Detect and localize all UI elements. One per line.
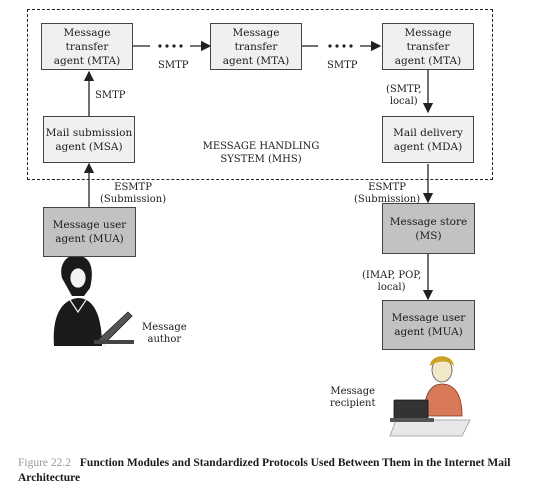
imap-pop-label: (IMAP, POP, local) xyxy=(362,270,422,293)
smtp-local-label: (SMTP, local) xyxy=(386,84,422,107)
mta-box-1: Message transfer agent (MTA) xyxy=(41,23,133,70)
smtp-label-1: SMTP xyxy=(158,60,189,71)
mua-author-box: Message user agent (MUA) xyxy=(43,207,136,257)
esmtp-right-label: ESMTP (Submission) xyxy=(354,182,421,205)
mta-box-3: Message transfer agent (MTA) xyxy=(382,23,474,70)
author-illustration xyxy=(46,255,136,346)
figure-title: Function Modules and Standardized Protoc… xyxy=(18,457,511,484)
recipient-label: Message recipient xyxy=(330,386,376,409)
recipient-illustration xyxy=(389,356,471,437)
mhs-label: MESSAGE HANDLING SYSTEM (MHS) xyxy=(202,141,320,165)
mda-box: Mail delivery agent (MDA) xyxy=(382,116,474,163)
message-store-box: Message store (MS) xyxy=(382,203,475,254)
figure-caption: Figure 22.2 Function Modules and Standar… xyxy=(18,456,528,486)
smtp-label-2: SMTP xyxy=(327,60,358,71)
ellipsis-2 xyxy=(328,44,353,48)
esmtp-left-label: ESMTP (Submission) xyxy=(100,182,167,205)
ellipsis-1 xyxy=(158,44,183,48)
mta-box-2: Message transfer agent (MTA) xyxy=(210,23,302,70)
author-label: Message author xyxy=(142,322,187,345)
msa-box: Mail submission agent (MSA) xyxy=(43,116,135,163)
smtp-label-msa: SMTP xyxy=(95,90,126,101)
mua-recipient-box: Message user agent (MUA) xyxy=(382,300,475,350)
figure-number: Figure 22.2 xyxy=(18,457,72,469)
mhs-boundary xyxy=(27,9,493,180)
